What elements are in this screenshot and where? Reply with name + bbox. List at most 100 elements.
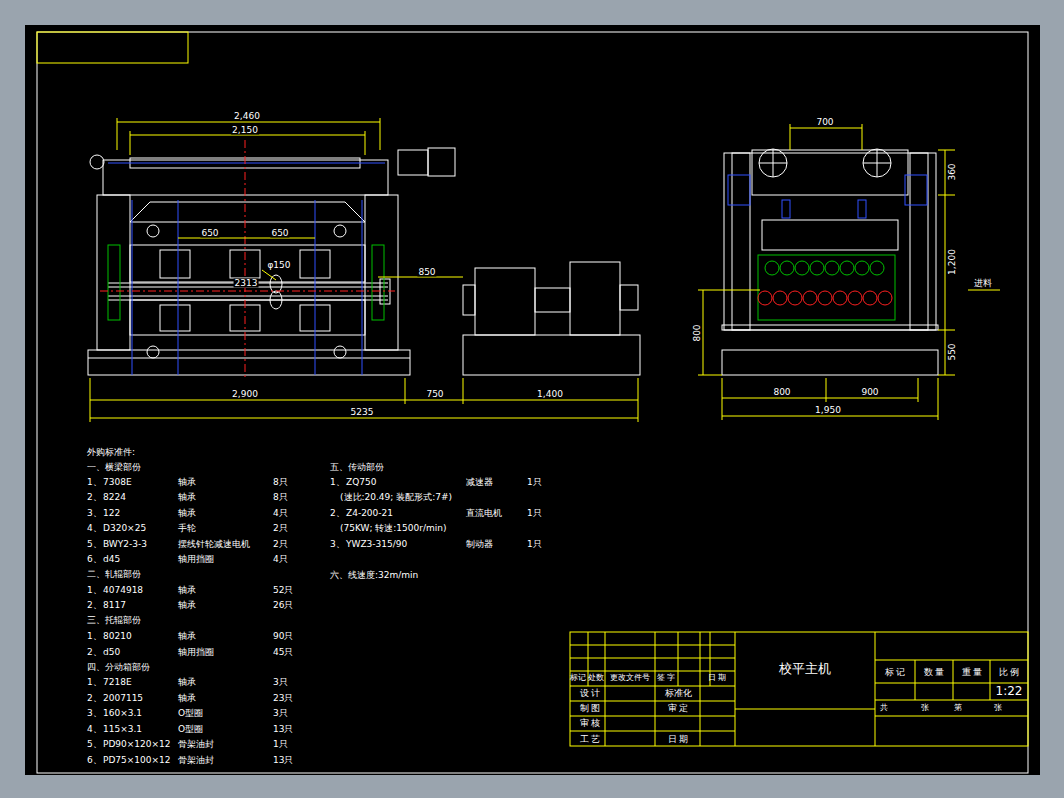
front-view [88,148,640,375]
parts-list-cell: 7218E [103,678,132,687]
dimension-lines [90,118,1000,422]
parts-list-cell: 二、轧辊部份 [87,570,141,579]
parts-list-cell: 轴承 [178,478,196,487]
dimension-text: 900 [860,388,879,397]
parts-list-cell: 52只 [273,586,293,595]
parts-list-cell: 手轮 [178,524,196,533]
title-block-cell: 工 艺 [580,735,601,744]
dimension-text: 2,150 [231,126,259,135]
side-guides [108,245,384,320]
parts-list-cell: 轴承 [178,678,196,687]
parts-list-cell: 23只 [273,694,293,703]
parts-list-cell: ZQ750 [346,478,376,487]
lower-rolls [758,291,892,305]
title-block-cell: 标 记 [885,668,906,677]
parts-list-cell: 8117 [103,601,126,610]
parts-list-cell: d50 [103,648,120,657]
parts-list-cell: 4、 [87,725,102,734]
parts-list-cell: 4只 [273,509,288,518]
title-block-lines [570,632,1028,746]
title-block-cell: 数 量 [924,668,945,677]
parts-list-cell: 2、 [330,509,345,518]
dimension-text: 800 [772,388,791,397]
parts-list-cell: O型圈 [178,725,203,734]
dimension-text: 5235 [350,408,375,417]
parts-list-cell: D320×25 [103,524,146,533]
title-block-cell: 签 字 [657,674,676,682]
parts-list-cell: 2只 [273,524,288,533]
parts-list-cell: 3只 [273,678,288,687]
dimension-text: 650 [200,229,219,238]
parts-list-cell: 4074918 [103,586,143,595]
parts-list-cell: PD90×120×12 [103,740,171,749]
dimension-text: 800 [693,323,702,342]
parts-list-cell: 13只 [273,756,293,765]
parts-list-cell: 2、 [87,493,102,502]
dimension-text: 360 [948,162,957,181]
parts-list-cell: 13只 [273,725,293,734]
parts-list-cell: BWY2-3-3 [103,540,147,549]
parts-list-cell: 115×3.1 [103,725,142,734]
parts-list-cell: 90只 [273,632,293,641]
title-block-cell: 日 期 [668,735,689,744]
title-block-cell: 制 图 [580,704,601,713]
parts-list-cell: 四、分动箱部份 [87,663,150,672]
parts-list-cell: 8只 [273,478,288,487]
title-block-cell: 处数 [588,674,604,682]
parts-list-cell: 6、 [87,756,102,765]
parts-list-cell: YWZ3-315/90 [346,540,407,549]
dimension-text: 1,200 [948,248,957,276]
title-block-cell: 更改文件号 [610,674,650,682]
dimension-text: 700 [815,118,834,127]
parts-list-cell: 5、 [87,540,102,549]
dimension-text: 1,950 [814,406,842,415]
parts-list-cell: 3、 [330,540,345,549]
parts-list-cell: PD75×100×12 [103,756,171,765]
parts-list-cell: (速比:20.49; 装配形式:7#) [340,493,452,502]
parts-list-cell: 制动器 [466,540,493,549]
side-view [722,149,938,375]
parts-list-cell: 1只 [527,478,542,487]
parts-list-cell: 1、 [87,632,102,641]
roll-rows [758,255,895,320]
dimension-text: 1,400 [536,390,564,399]
parts-list-cell: 六、线速度:32m/min [330,571,418,580]
parts-list-cell: (75KW; 转速:1500r/min) [340,524,447,533]
sheet-ground [25,25,1040,775]
dimension-text: φ150 [266,261,291,270]
parts-list-cell: 1只 [527,509,542,518]
parts-list-cell: 减速器 [466,478,493,487]
parts-list-cell: 80210 [103,632,132,641]
parts-list-cell: 2、 [87,694,102,703]
title-block-cell: 设 计 [580,689,601,698]
parts-list-cell: 1、 [87,478,102,487]
dimension-text: 850 [417,268,436,277]
parts-list-cell: 直流电机 [466,509,502,518]
title-block-cell: 标准化 [665,689,692,698]
parts-list-cell: 1、 [87,586,102,595]
parts-list-cell: 6、 [87,555,102,564]
corner-box [37,32,188,63]
title-block-cell: 1:22 [996,685,1023,697]
parts-list-cell: 1、 [87,678,102,687]
parts-list-cell: 4只 [273,555,288,564]
parts-list-cell: 三、托辊部份 [87,616,141,625]
parts-list-cell: 7308E [103,478,132,487]
parts-list-cell: 轴承 [178,694,196,703]
parts-list-cell: 外购标准件: [87,448,135,457]
sheet-frame [37,32,1028,773]
parts-list-cell: 4、 [87,524,102,533]
title-block-cell: 共 [880,704,888,712]
parts-list-cell: 骨架油封 [178,756,214,765]
parts-list-cell: 五、传动部份 [330,463,384,472]
dimension-text: 2,900 [231,390,259,399]
dimension-text: 650 [270,229,289,238]
parts-list-cell: 一、横梁部份 [87,463,141,472]
parts-list-cell: 1、 [330,478,345,487]
parts-list-cell: 轴承 [178,601,196,610]
title-block-cell: 日 期 [708,674,727,682]
title-block-cell: 重 量 [962,668,983,677]
parts-list-cell: 5、 [87,740,102,749]
title-block-cell: 第 [954,704,962,712]
